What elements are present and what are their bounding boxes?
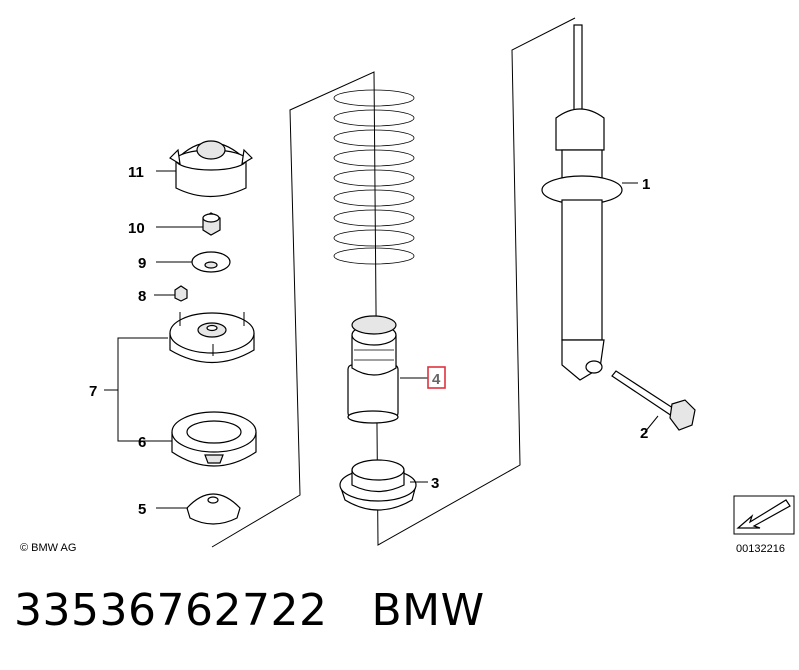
callout-9: 9 xyxy=(138,255,146,272)
direction-arrow-icon xyxy=(733,495,795,535)
part-8-small-nut xyxy=(174,285,188,302)
callout-4: 4 xyxy=(432,371,441,388)
part-3-spring-seat xyxy=(339,459,417,511)
copyright-text: © BMW AG xyxy=(20,542,76,554)
footer-title: 33536762722 BMW xyxy=(14,585,485,636)
part-5-dust-cap xyxy=(186,493,241,525)
callout-8: 8 xyxy=(138,288,146,305)
brand-name: BMW xyxy=(371,585,485,636)
callout-5: 5 xyxy=(138,501,146,518)
part-10-nut xyxy=(202,212,221,236)
part-6-spring-pad xyxy=(171,411,257,467)
coil-spring xyxy=(333,89,415,265)
callout-4-highlight-box xyxy=(427,366,446,389)
part-9-washer xyxy=(191,251,231,273)
part-11-mount-cap xyxy=(169,140,253,197)
leader-2 xyxy=(644,415,659,433)
diagram-id: 00132216 xyxy=(736,543,785,555)
part-4-bump-stop xyxy=(347,315,399,424)
leader-7-bracket xyxy=(117,337,168,442)
callout-6: 6 xyxy=(138,434,146,451)
part-2-bolt xyxy=(611,370,696,431)
callout-3: 3 xyxy=(431,475,439,492)
callout-11: 11 xyxy=(128,164,144,181)
part-1-shock-absorber xyxy=(541,24,623,381)
callout-1: 1 xyxy=(642,176,650,193)
callout-2: 2 xyxy=(640,425,648,442)
part-7-support-plate xyxy=(169,312,255,364)
callout-10: 10 xyxy=(128,220,145,237)
part-number: 33536762722 xyxy=(14,585,328,636)
frame-line-left xyxy=(211,17,576,548)
callout-7: 7 xyxy=(89,383,97,400)
